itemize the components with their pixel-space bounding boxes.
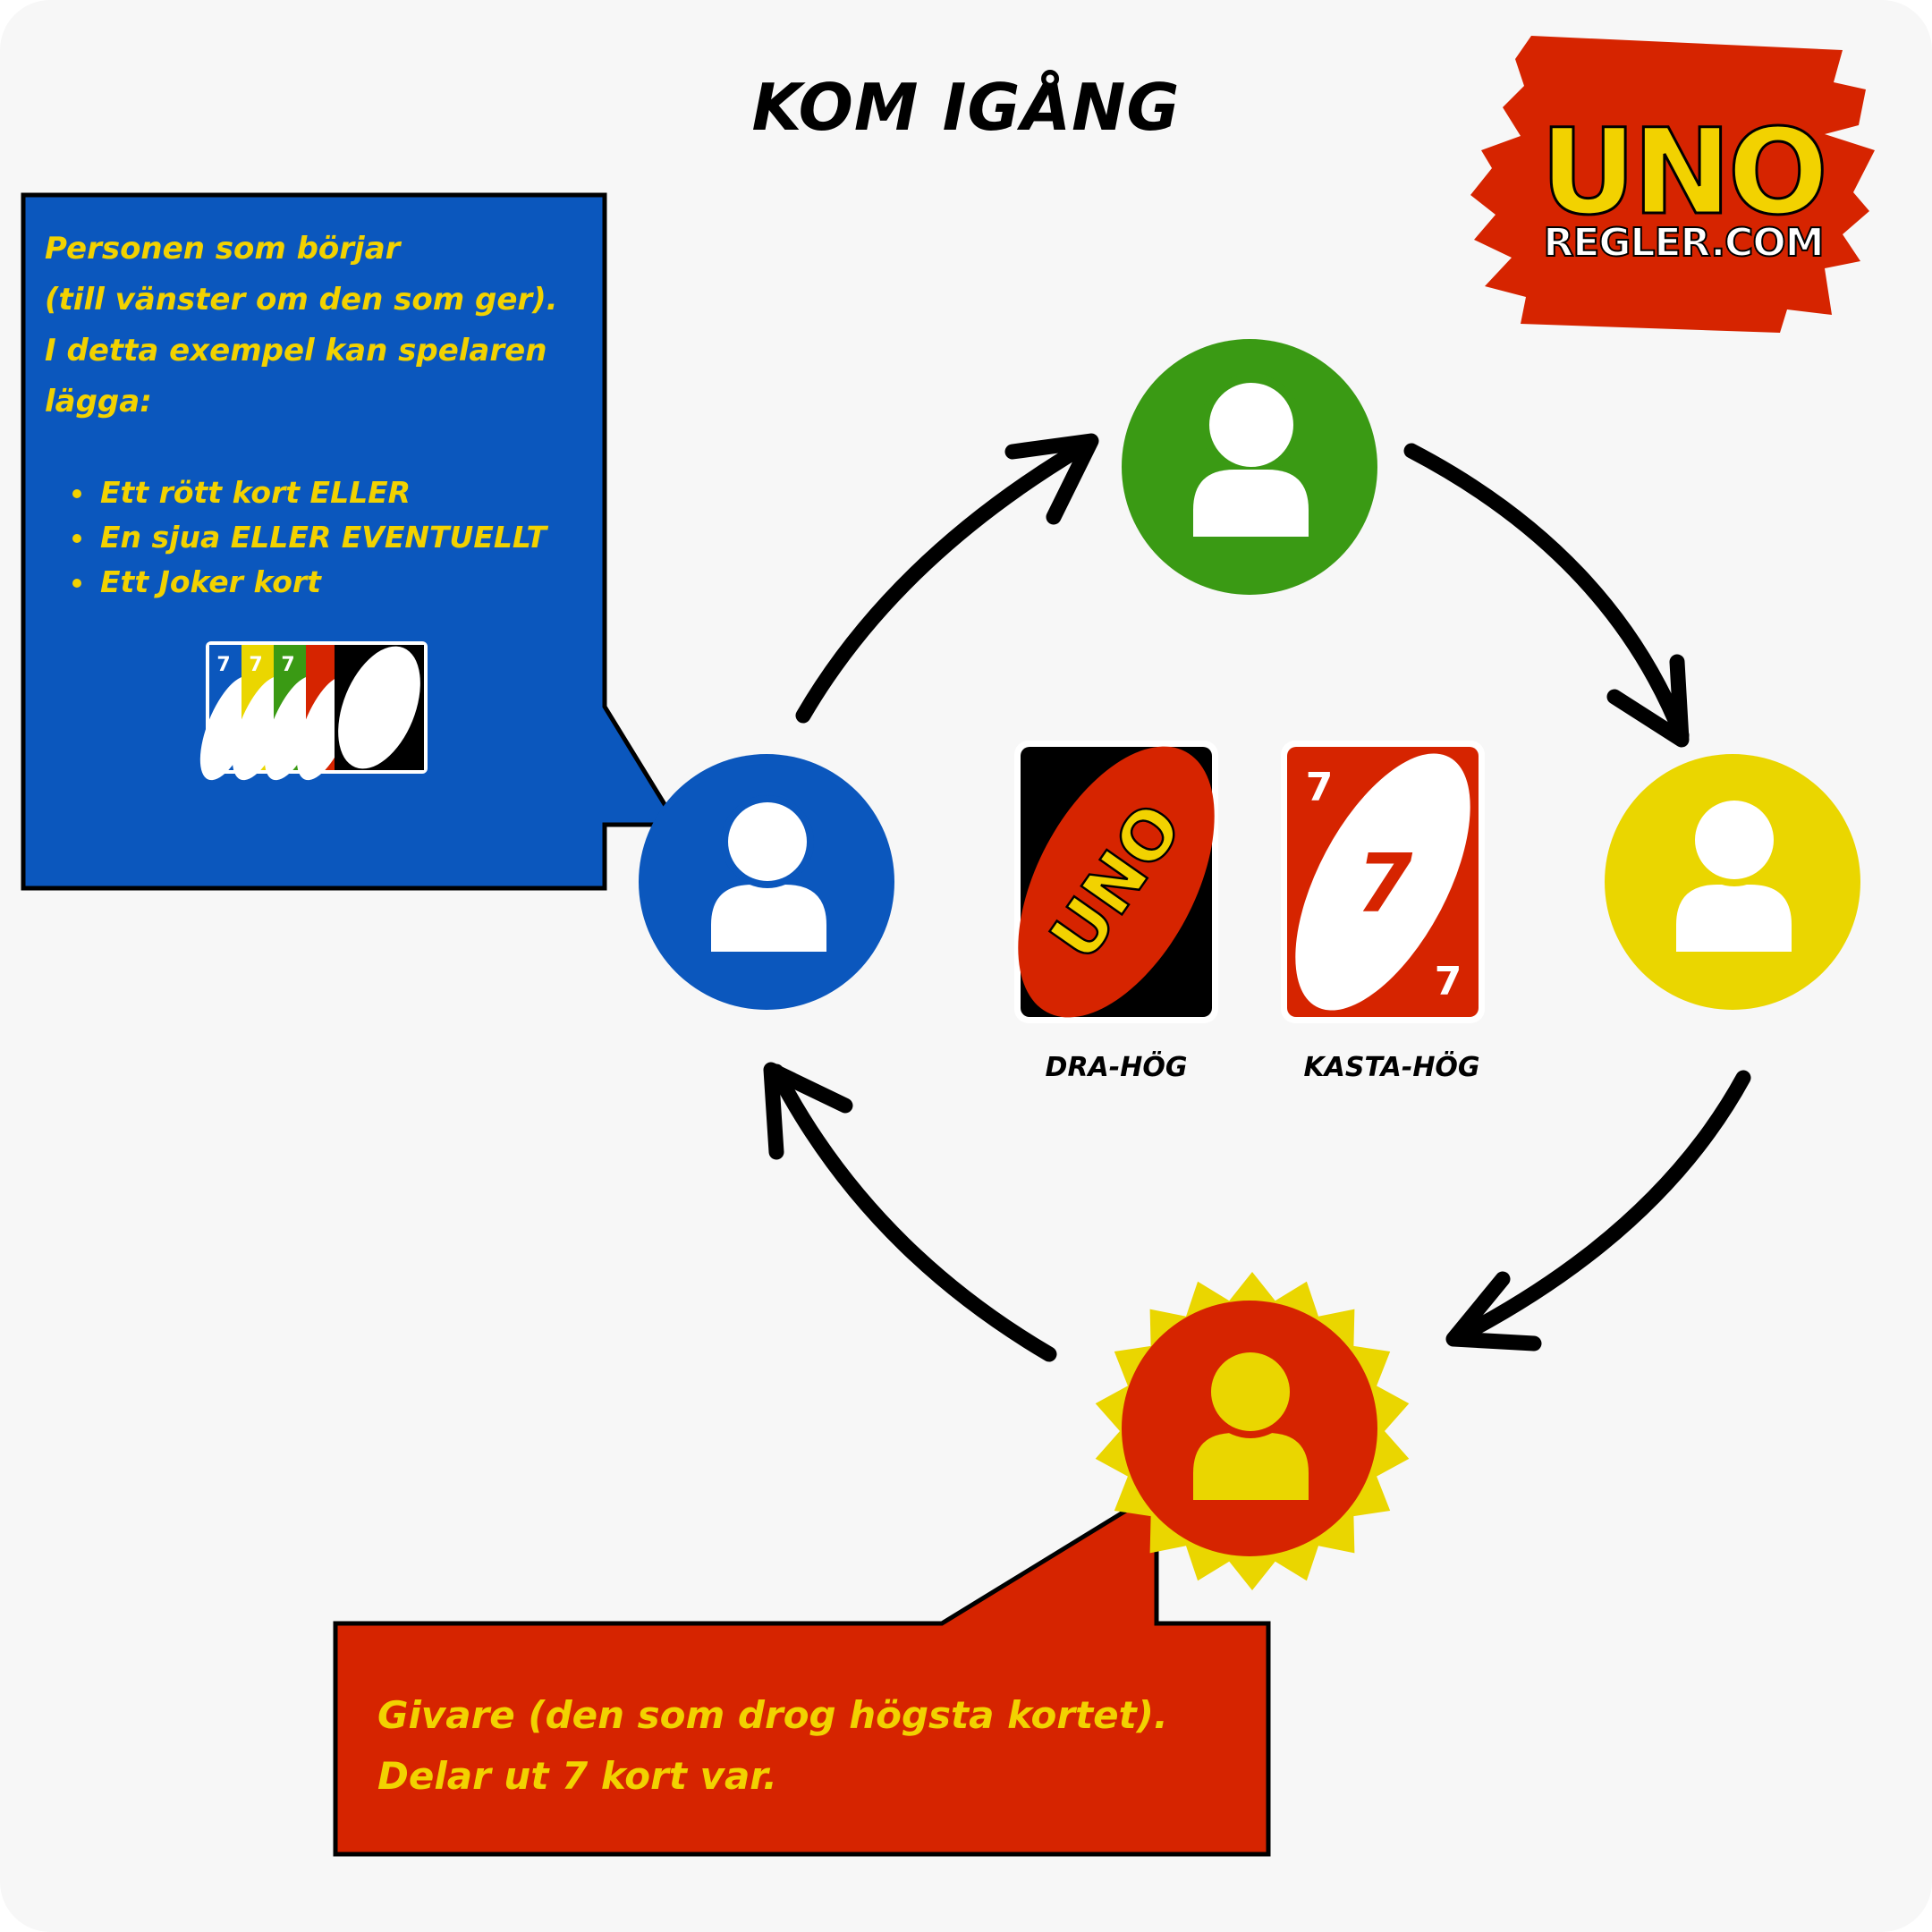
player-right [1605, 754, 1860, 1010]
user-icon [1193, 374, 1309, 537]
playable-option: Ett rött kort ELLER [97, 470, 599, 515]
discard-pile-label: KASTA-HÖG [1303, 1052, 1480, 1083]
user-icon [1193, 1345, 1309, 1500]
logo-site: REGLER.COM [1543, 220, 1823, 266]
turn-order-arrows [763, 433, 1751, 1362]
dealer-note-text: Givare (den som drog högsta kortet). Del… [377, 1685, 1272, 1807]
page-title: KOM IGÅNG [751, 70, 1181, 145]
playable-options-list: Ett rött kort ELLER En sjua ELLER EVENTU… [45, 470, 599, 605]
logo-word: UNO [1540, 104, 1825, 242]
logo: UNO REGLER.COM [1470, 36, 1875, 333]
player-left-starter [639, 754, 894, 1010]
player-top [1122, 339, 1377, 595]
svg-text:7: 7 [216, 654, 230, 676]
card-center-value: 7 [1357, 837, 1413, 931]
dealer-note-line: Givare (den som drog högsta kortet). [377, 1693, 1168, 1737]
mini-card-wild [335, 645, 424, 770]
starter-note-line: (till vänster om den som ger). [45, 282, 558, 318]
dealer-speech-bubble [333, 1487, 1271, 1857]
user-icon [711, 795, 826, 952]
arrow-bottom-to-left [763, 1062, 1057, 1362]
card-corner-value-top: 7 [1306, 765, 1334, 810]
player-bottom-dealer [1095, 1272, 1410, 1590]
arrow-right-to-bottom [1445, 1070, 1751, 1352]
dealer-note-line: Delar ut 7 kort var. [377, 1754, 777, 1798]
playable-option: Ett Joker kort [97, 560, 599, 605]
starter-note-line: I detta exempel kan spelaren [45, 333, 547, 369]
starter-speech-bubble [21, 192, 682, 891]
svg-text:7: 7 [249, 654, 262, 676]
playable-cards-example: 7 7 7 [199, 641, 428, 781]
discard-pile-card: 7 7 7 [1281, 741, 1485, 1023]
starter-note-line: Personen som börjar [45, 231, 401, 267]
card-corner-value-bottom: 7 [1435, 959, 1462, 1004]
starter-note-line: lägga: [45, 384, 152, 419]
arrow-top-to-right [1403, 443, 1690, 748]
user-icon [1676, 793, 1792, 952]
logo-brush-background [1470, 36, 1875, 333]
starter-note-text: Personen som börjar (till vänster om den… [45, 224, 599, 605]
svg-text:7: 7 [281, 654, 294, 676]
draw-pile-card: UNO [1014, 741, 1218, 1023]
draw-pile-label: DRA-HÖG [1045, 1052, 1188, 1083]
arrow-left-to-top [795, 433, 1099, 724]
playable-option: En sjua ELLER EVENTUELLT [97, 515, 599, 560]
